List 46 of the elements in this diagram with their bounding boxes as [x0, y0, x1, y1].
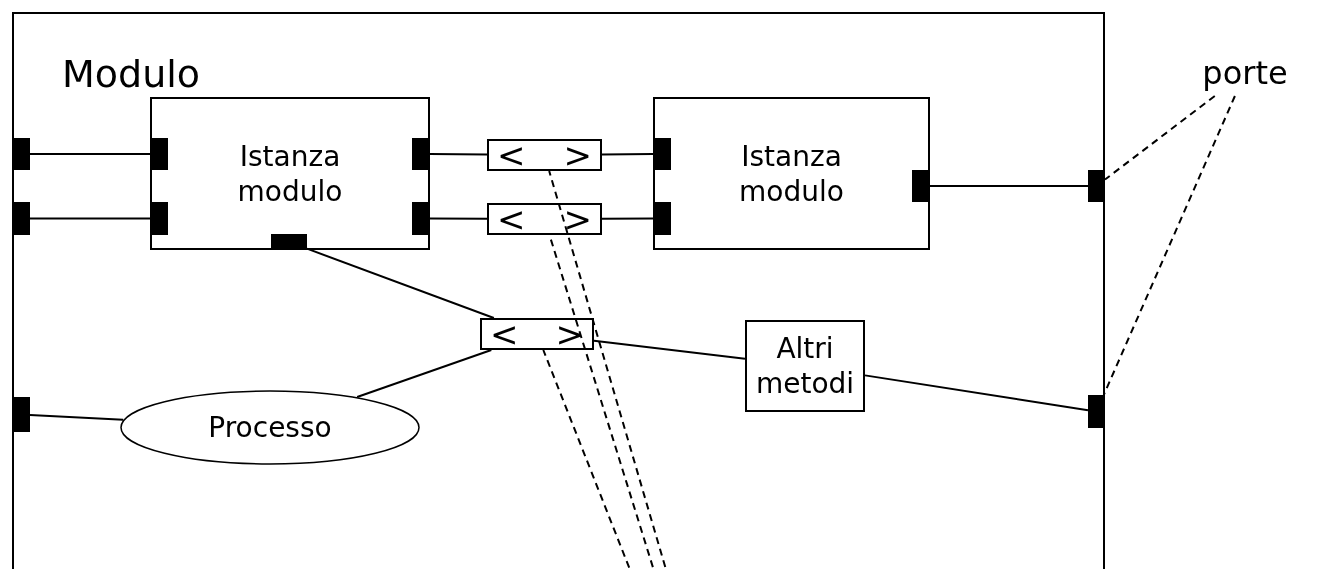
connector-line — [29, 153, 151, 155]
port-block — [912, 170, 930, 202]
port-block — [412, 138, 430, 170]
process-ellipse — [120, 390, 420, 465]
port-block — [12, 138, 30, 170]
channel-box — [487, 139, 602, 171]
leader-line — [1104, 95, 1216, 181]
instance-box — [150, 97, 430, 250]
bracket-glyph: < — [497, 141, 526, 169]
connector-line — [929, 185, 1089, 187]
connector-line — [29, 217, 151, 220]
bracket-glyph: < — [490, 320, 519, 348]
channel-box — [480, 318, 594, 350]
port-block — [653, 138, 671, 170]
connector-line — [429, 153, 488, 156]
bracket-glyph: > — [563, 205, 592, 233]
connector-line — [429, 217, 488, 220]
port-block — [12, 397, 30, 432]
connector-line — [29, 413, 125, 421]
port-block — [12, 202, 30, 235]
connector-line — [601, 153, 654, 156]
module-box — [12, 12, 1105, 569]
connector-line — [601, 217, 654, 220]
node-label: Processo — [208, 410, 332, 445]
port-block — [1088, 170, 1105, 202]
bracket-glyph: < — [497, 205, 526, 233]
node-label: Istanza modulo — [236, 138, 344, 209]
connector-line — [593, 339, 746, 360]
method-box — [745, 320, 865, 412]
port-block — [412, 202, 430, 235]
connector-line — [356, 349, 493, 398]
port-block — [150, 138, 168, 170]
connector-line — [306, 247, 495, 319]
instance-box — [653, 97, 930, 250]
port-block — [1088, 395, 1105, 428]
node-label: Istanza modulo — [738, 138, 845, 209]
node-label: Altri metodi — [754, 331, 856, 401]
bracket-glyph: > — [563, 141, 592, 169]
bracket-glyph: > — [555, 320, 584, 348]
channel-box — [487, 203, 602, 235]
port-block — [653, 202, 671, 235]
port-block — [271, 234, 307, 250]
ports-label: porte — [1202, 53, 1288, 93]
port-block — [150, 202, 168, 235]
connector-line — [864, 374, 1089, 412]
module-title: Modulo — [62, 52, 201, 98]
